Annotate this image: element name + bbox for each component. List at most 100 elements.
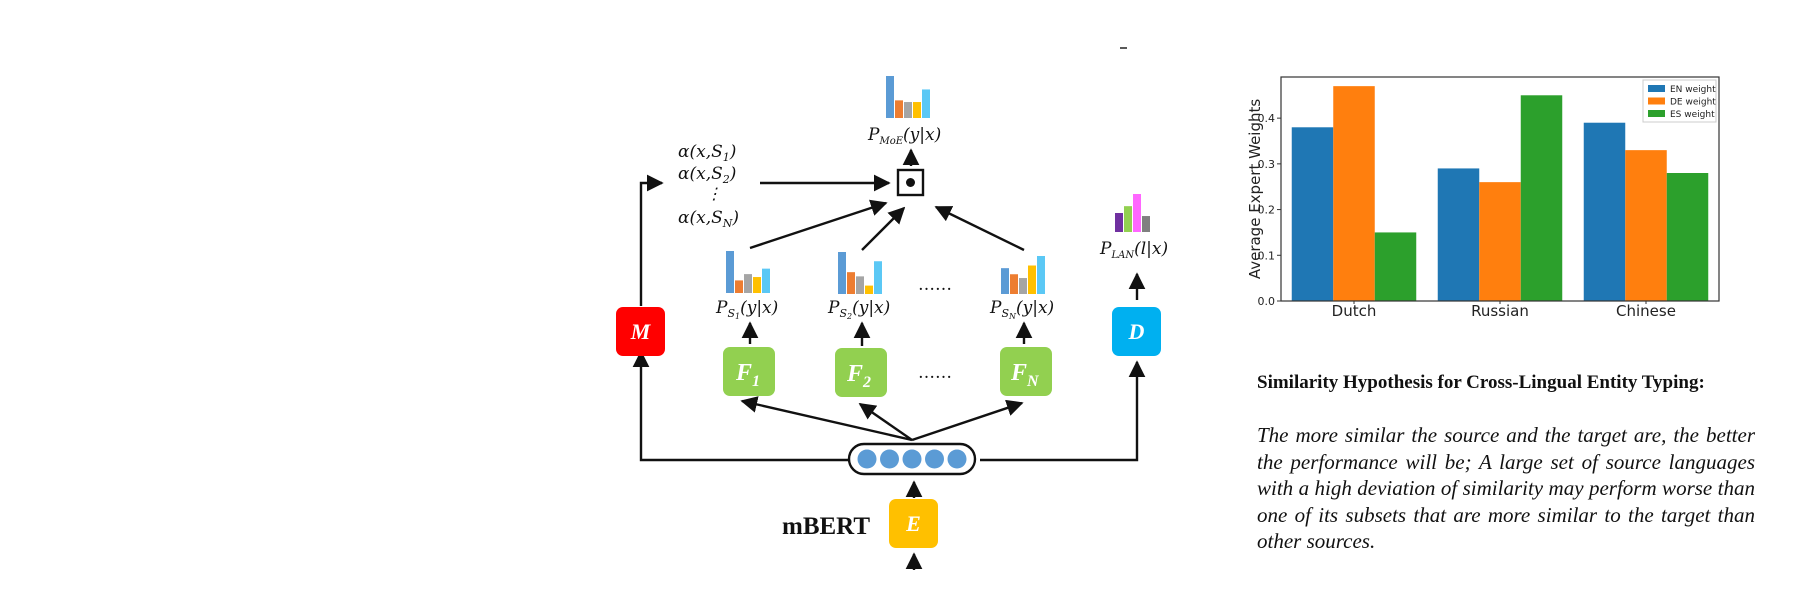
expert-1-distribution-icon	[726, 251, 770, 293]
chart-bar-dutch-de	[1333, 86, 1375, 302]
chart-bar-chinese-de	[1625, 150, 1667, 301]
chart-bar-chinese-es	[1666, 173, 1709, 301]
expert-box-1-label: F1	[735, 360, 760, 390]
expert-2-output-label: PS2(y|x)	[827, 298, 890, 321]
expert-2-distribution-icon	[838, 252, 882, 294]
alpha-1: α(x,S1)	[678, 142, 736, 164]
distribution-bar	[895, 100, 903, 118]
connectors	[632, 148, 1146, 570]
chart-legend-label: DE weight	[1670, 98, 1716, 108]
distribution-bar	[922, 89, 930, 118]
arrow-output-1-to-combine	[749, 199, 888, 250]
expert-1-output-label: PS1(y|x)	[715, 298, 778, 321]
discriminator-box: D	[1112, 307, 1161, 356]
distribution-bar	[838, 252, 846, 294]
arrow-mixture-to-alphas	[639, 174, 664, 306]
moe-output-label: PMoE(y|x)	[867, 125, 941, 147]
arrow-encoder-to-discriminator	[980, 360, 1146, 462]
distribution-bar	[735, 280, 743, 293]
distribution-bar	[1142, 216, 1150, 232]
expert-box-n-label: FN	[1010, 360, 1040, 390]
expert-n-output-label: PSN(y|x)	[989, 298, 1054, 321]
chart-bar-russian-de	[1479, 182, 1521, 301]
moe-architecture-diagram: M D E mBERT F1 F2 FN …… …… α(x,S1) α(x	[616, 76, 1168, 570]
arrow-tokens-to-expert-2	[858, 403, 913, 441]
language-distribution-icon	[1115, 194, 1150, 232]
distribution-bar	[726, 251, 734, 293]
alpha-vdots: ⋮	[706, 184, 722, 203]
token-circle	[947, 449, 967, 469]
chart-legend-label: ES weight	[1670, 110, 1715, 120]
expert-box-n-shape	[1000, 347, 1052, 396]
discriminator-box-shape	[1112, 307, 1161, 356]
chart-legend-swatch	[1648, 97, 1665, 105]
chart-bar-russian-es	[1520, 95, 1563, 302]
alpha-2: α(x,S2)	[678, 164, 736, 186]
discriminator-box-label: D	[1128, 319, 1145, 344]
hypothesis-body: The more similar the source and the targ…	[1257, 423, 1755, 553]
expert-box-2-label: F2	[846, 361, 871, 391]
mixture-box-label: M	[630, 319, 652, 344]
hypothesis-title: Similarity Hypothesis for Cross-Lingual …	[1257, 372, 1705, 393]
token-circle	[857, 449, 877, 469]
expert-box-n: FN	[1000, 347, 1052, 396]
chart-y-tick-label: 0.4	[1258, 112, 1276, 125]
distribution-bar	[856, 276, 864, 294]
arrow-output-2-to-combine	[861, 206, 906, 251]
mixture-box: M	[616, 307, 665, 356]
chart-y-axis-label: Average Expert Weights	[1246, 99, 1264, 280]
chart-y-tick-label: 0.1	[1258, 249, 1276, 262]
token-circle	[880, 449, 899, 469]
distribution-bar	[865, 285, 873, 294]
chart-y-tick-label: 0.3	[1258, 158, 1276, 171]
chart-x-ticks: Dutch Russian Chinese	[1332, 301, 1676, 320]
output-ellipsis: ……	[918, 275, 952, 295]
encoder-box: E	[889, 499, 938, 548]
expert-box-2: F2	[835, 348, 887, 397]
expert-ellipsis: ……	[918, 363, 952, 383]
arrow-encoder-to-mixture	[632, 350, 848, 462]
arrow-output-n-to-combine	[934, 205, 1025, 252]
distribution-bar	[913, 102, 921, 118]
token-circles	[857, 449, 967, 469]
chart-y-tick-label: 0.2	[1258, 204, 1276, 217]
distribution-bar	[1124, 206, 1132, 232]
chart-x-tick-label: Dutch	[1332, 302, 1377, 320]
distribution-bar	[1019, 278, 1027, 294]
distribution-bar	[886, 76, 894, 118]
token-circle	[925, 449, 944, 469]
distribution-bar	[1028, 265, 1036, 294]
chart-x-tick-label: Chinese	[1616, 302, 1676, 320]
distribution-bar	[1115, 213, 1123, 232]
gating-weights: α(x,S1) α(x,S2) ⋮ α(x,SN)	[678, 142, 739, 230]
distribution-bar	[1010, 274, 1018, 294]
distribution-bar	[1037, 256, 1045, 294]
distribution-bar	[874, 261, 882, 294]
expert-weights-bar-chart: 0.0 0.1 0.2 0.3 0.4 Dutch Russian Chinese Aver…	[1246, 76, 1720, 320]
encoder-box-shape	[889, 499, 938, 548]
language-output-label: PLAN(l|x)	[1099, 239, 1168, 261]
chart-x-tick-label: Russian	[1471, 302, 1529, 320]
chart-bars	[1291, 86, 1709, 302]
distribution-bar	[753, 277, 761, 293]
distribution-bar	[1001, 268, 1009, 294]
combine-dot	[906, 178, 915, 187]
chart-legend-swatch	[1648, 110, 1665, 117]
moe-distribution-icon	[886, 76, 930, 118]
chart-y-tick-label: 0.0	[1258, 295, 1276, 308]
chart-bar-dutch-en	[1291, 127, 1334, 302]
chart-bar-dutch-es	[1374, 232, 1417, 301]
chart-y-ticks: 0.0 0.1 0.2 0.3 0.4	[1258, 112, 1281, 308]
distribution-bar	[744, 274, 752, 293]
alpha-n: α(x,SN)	[678, 208, 739, 230]
chart-legend-swatch	[1648, 85, 1665, 92]
arrow-tokens-to-expert-1	[740, 396, 913, 442]
encoder-box-label: E	[905, 511, 921, 536]
distribution-bar	[847, 272, 855, 294]
distribution-bar	[904, 102, 912, 118]
expert-box-1-shape	[723, 347, 775, 396]
token-circle	[902, 449, 922, 469]
